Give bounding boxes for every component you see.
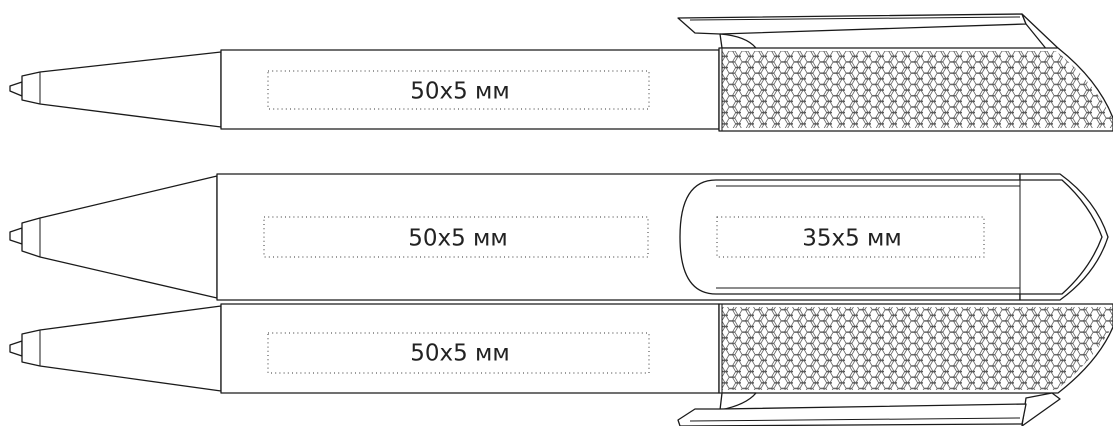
pen-1: 50x5 мм [9,13,1113,132]
pen-2-nose-cone [21,175,218,299]
pen-3-barrel [220,303,720,394]
pen-3-hex-pattern [722,307,1113,390]
pen-3-nose-cone [21,305,222,392]
pen-1-barrel-print-area [267,70,650,110]
pen-2-clip-print-label: 35x5 мм [802,226,902,252]
pen-3-refill-tip [9,340,23,357]
pen-1-barrel-print-label: 50x5 мм [410,79,510,105]
pen-3-barrel-print-label: 50x5 мм [410,341,510,367]
pen-1-clip [677,13,1061,57]
pen-2-refill-tip [9,227,23,245]
pen-3-clip [677,392,1061,426]
pen-2-clip [679,179,1103,295]
pen-3: 50x5 мм [9,303,1113,426]
pen-1-hex-pattern [722,51,1113,128]
pen-2-barrel-print-label: 50x5 мм [408,226,508,252]
pen-1-nose-cone [21,51,222,128]
pen-2: 50x5 мм 35x5 мм [9,173,1109,301]
pen-2-barrel-print-area [263,216,649,258]
pen-1-refill-tip [9,81,23,97]
